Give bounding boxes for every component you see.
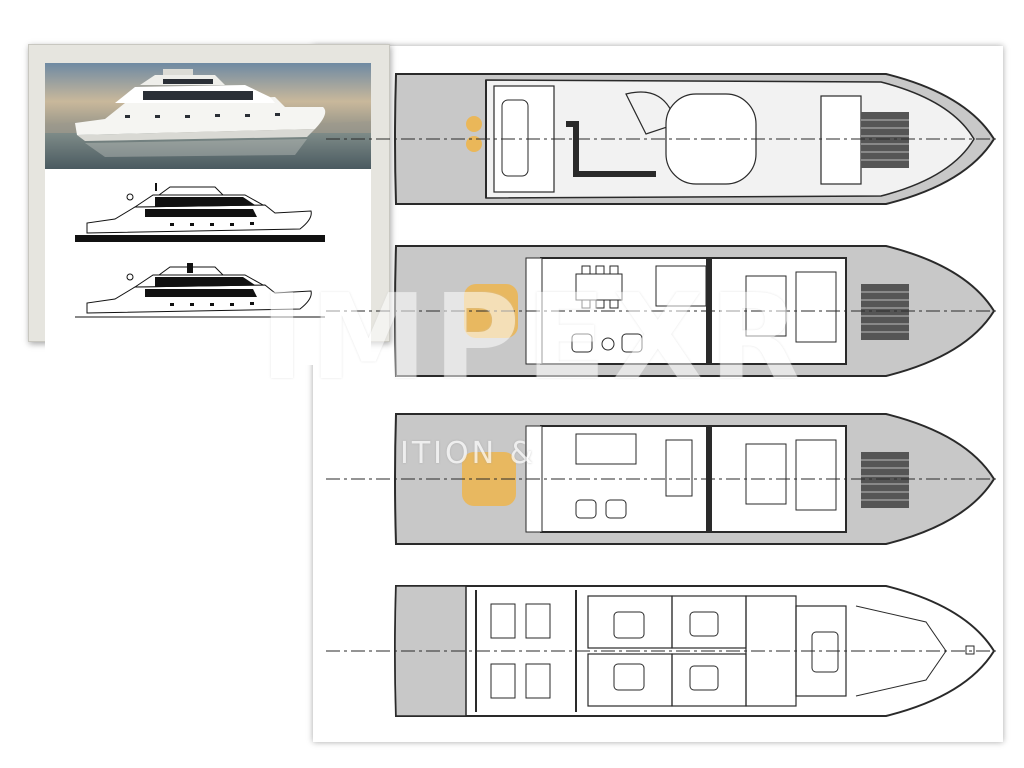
deck-plan-main-a (326, 245, 996, 377)
deck-plan-lower (326, 585, 996, 717)
yacht-profile-drawing (75, 183, 325, 242)
yacht-profile-drawing-alt (75, 263, 325, 318)
thumbnail-inner (45, 63, 371, 365)
thumbnail-frame (28, 44, 390, 365)
deck-plan-main-b (326, 413, 996, 545)
deck-plan-flybridge (326, 73, 996, 205)
yacht-photo (45, 63, 371, 169)
